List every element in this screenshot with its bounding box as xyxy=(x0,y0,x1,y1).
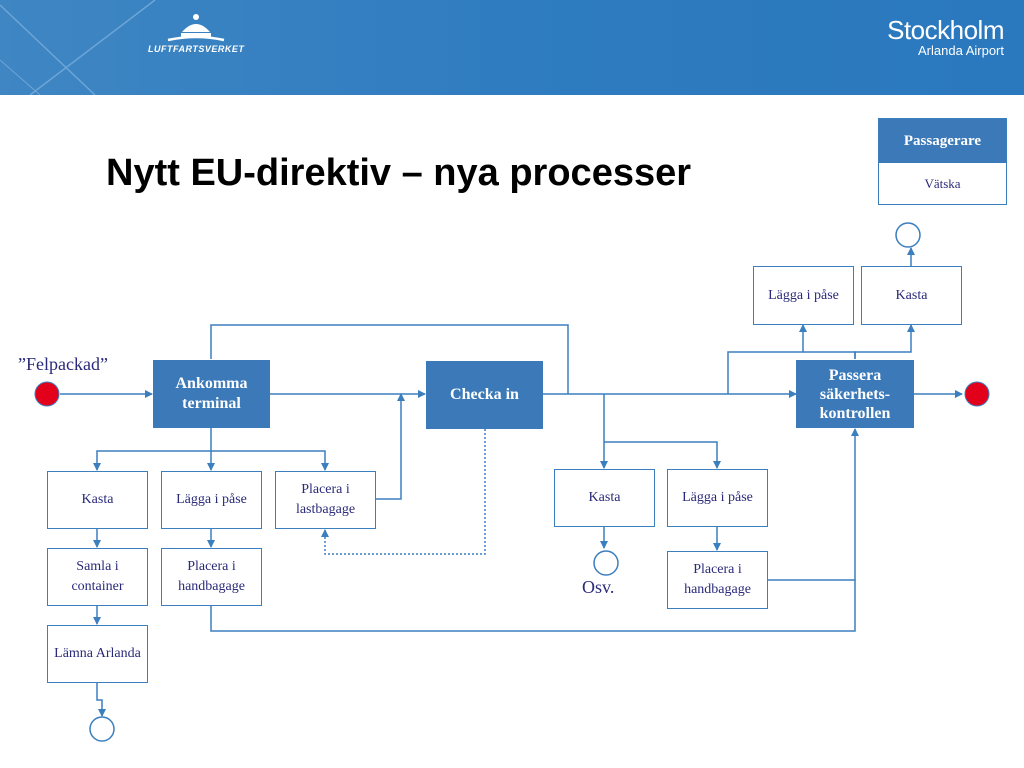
header-decoration xyxy=(0,0,156,95)
node-kasta-left: Kasta xyxy=(47,471,148,529)
node-lagga-i-pase-left: Lägga i påse xyxy=(161,471,262,529)
node-lamna-arlanda: Lämna Arlanda xyxy=(47,625,148,683)
luftfartsverket-logo: LUFTFARTSVERKET xyxy=(148,12,244,62)
node-placera-lastbagage: Placera i lastbagage xyxy=(275,471,376,529)
node-checka-in: Checka in xyxy=(426,361,543,429)
node-placera-handbagage-right: Placera i handbagage xyxy=(667,551,768,609)
node-kasta-top: Kasta xyxy=(861,266,962,325)
legend: Passagerare Vätska xyxy=(878,118,1007,205)
stockholm-arlanda-logo: Stockholm Arlanda Airport xyxy=(887,16,1004,58)
header-banner: LUFTFARTSVERKET Stockholm Arlanda Airpor… xyxy=(0,0,1024,95)
crown-icon xyxy=(167,14,225,42)
legend-item: Vätska xyxy=(924,175,961,191)
page-title: Nytt EU-direktiv – nya processer xyxy=(106,152,692,194)
node-ankomma-terminal: Ankomma terminal xyxy=(153,360,270,428)
node-samla-container: Samla i container xyxy=(47,548,148,606)
osv-label: Osv. xyxy=(582,577,615,597)
node-lagga-i-pase-top: Lägga i påse xyxy=(753,266,854,325)
stockholm-text: Stockholm xyxy=(887,15,1004,45)
legend-heading: Passagerare xyxy=(879,119,1006,163)
luftfartsverket-text: LUFTFARTSVERKET xyxy=(148,44,245,54)
node-kasta-mid: Kasta xyxy=(554,469,655,527)
node-lagga-i-pase-mid: Lägga i påse xyxy=(667,469,768,527)
felpackad-label: ”Felpackad” xyxy=(18,354,108,374)
node-passera-sakerhetskontrollen: Passera säkerhets-kontrollen xyxy=(796,360,914,428)
arlanda-airport-text: Arlanda Airport xyxy=(918,43,1004,58)
node-placera-handbagage-left: Placera i handbagage xyxy=(161,548,262,606)
